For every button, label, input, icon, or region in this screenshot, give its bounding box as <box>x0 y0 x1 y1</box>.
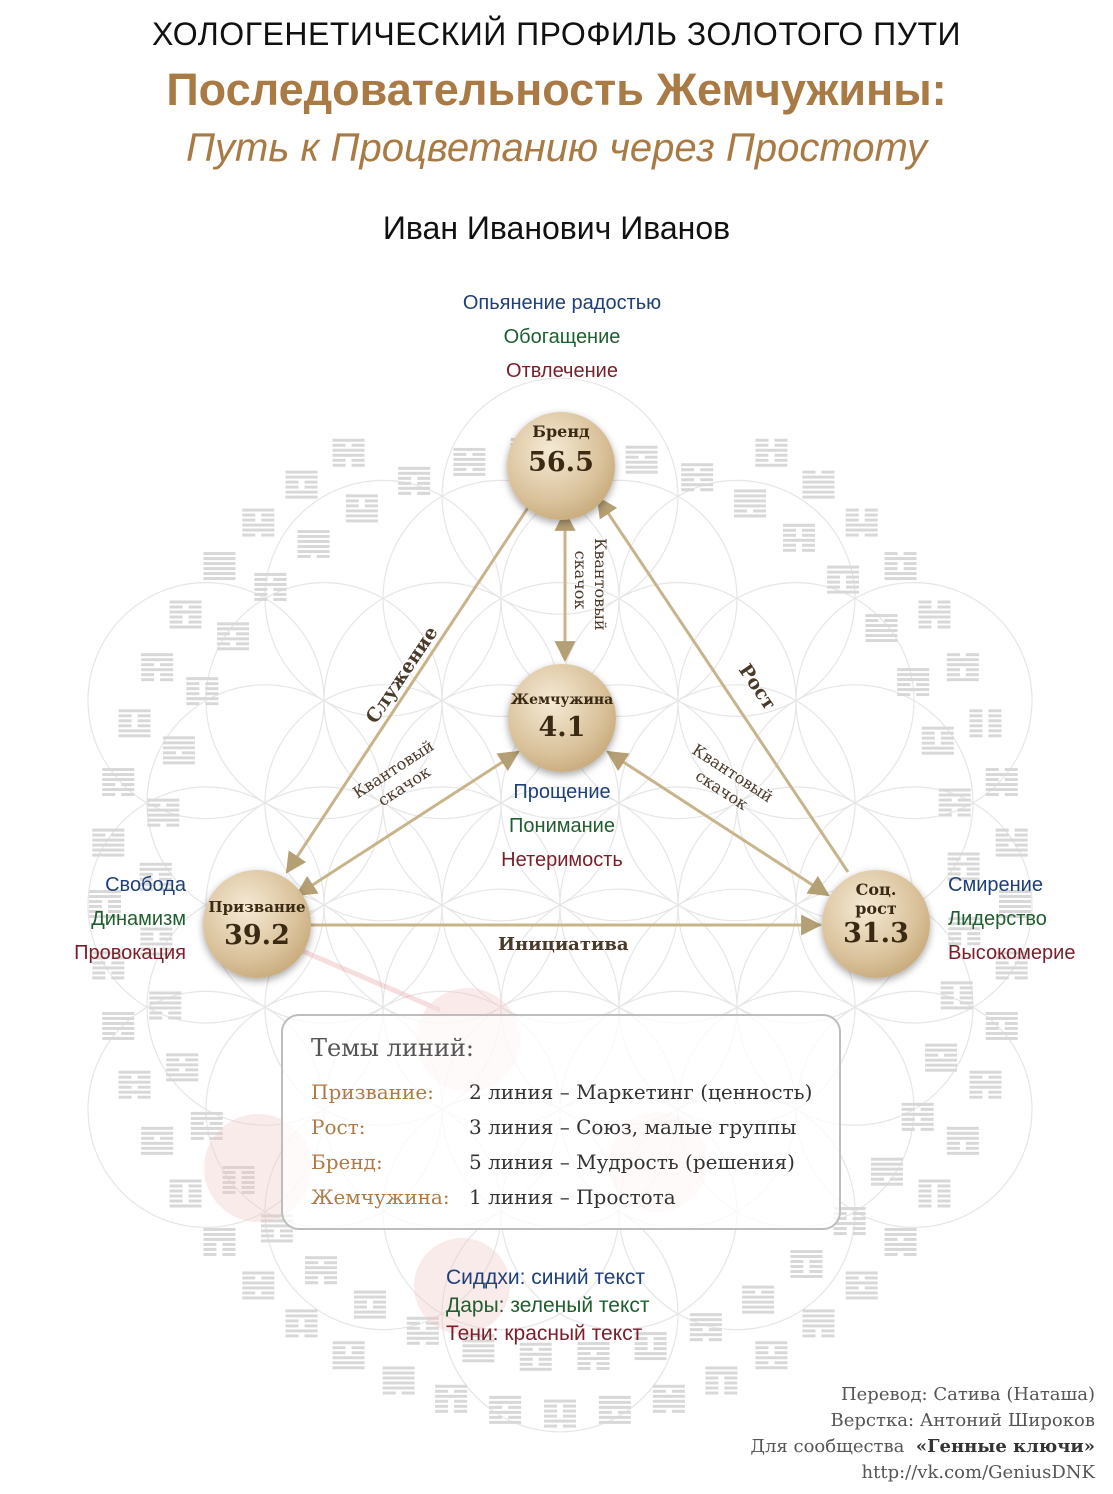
pearl-value: 4.1 <box>538 712 586 743</box>
calling-shadow: Провокация <box>74 942 186 964</box>
quantum-top-line2: скачок <box>571 550 590 610</box>
line-theme-value: 3 линия – Союз, малые группы <box>469 1115 797 1139</box>
legend-shadow: Тени: красный текст <box>446 1322 643 1345</box>
credit-community-prefix: Для сообщества <box>750 1436 905 1457</box>
calling-label: Призвание <box>208 898 306 916</box>
calling-siddhi: Свобода <box>105 874 186 896</box>
social-shadow: Высокомерие <box>948 942 1076 964</box>
credit-link[interactable]: http://vk.com/GeniusDNK <box>861 1462 1095 1483</box>
legend-gift: Дары: зеленый текст <box>446 1294 650 1317</box>
arrow-quantum-left <box>295 750 520 897</box>
pearl-node: Жемчужина 4.1 <box>508 664 616 772</box>
brand-label: Бренд <box>532 422 590 441</box>
line-theme-key: Рост: <box>311 1115 366 1139</box>
pearl-gift: Понимание <box>509 815 615 837</box>
brand-node: Бренд 56.5 <box>507 412 615 520</box>
credit-community: Для сообщества «Генные ключи» <box>750 1434 1095 1460</box>
credit-community-name: «Генные ключи» <box>915 1436 1095 1457</box>
social-label-2: рост <box>855 899 897 918</box>
calling-value: 39.2 <box>224 920 290 951</box>
line-theme-key: Жемчужина: <box>311 1185 450 1209</box>
line-theme-key: Призвание: <box>311 1080 434 1104</box>
color-legend: Сиддхи: синий текст Дары: зеленый текст … <box>446 1264 650 1348</box>
credit-translation: Перевод: Сатива (Наташа) <box>840 1384 1095 1405</box>
calling-keywords: Свобода Динамизм Провокация <box>20 868 186 970</box>
calling-gift: Динамизм <box>91 908 186 930</box>
edge-label-initiative: Инициатива <box>498 934 629 955</box>
line-theme-key: Бренд: <box>311 1150 383 1174</box>
legend-siddhi: Сиддхи: синий текст <box>446 1266 646 1289</box>
pearl-keywords: Прощение Понимание Нетеримость <box>412 775 712 877</box>
header-title: ХОЛОГЕНЕТИЧЕСКИЙ ПРОФИЛЬ ЗОЛОТОГО ПУТИ <box>151 16 961 52</box>
brand-keywords: Опьянение радостью Обогащение Отвлечение <box>412 286 712 388</box>
person-name: Иван Иванович Иванов <box>382 210 731 246</box>
arrow-quantum-right <box>606 750 830 897</box>
brand-gift: Обогащение <box>503 326 621 348</box>
brand-siddhi: Опьянение радостью <box>462 292 662 314</box>
line-themes-title: Темы линий: <box>311 1034 474 1062</box>
header-subtitle: Последовательность Жемчужины: <box>166 64 947 115</box>
line-theme-value: 1 линия – Простота <box>469 1185 676 1209</box>
credit-layout: Верстка: Антоний Широков <box>830 1410 1095 1431</box>
calling-node: Призвание 39.2 <box>203 870 311 978</box>
line-theme-value: 2 линия – Маркетинг (ценность) <box>469 1080 813 1104</box>
social-keywords: Смирение Лидерство Высокомерие <box>948 868 1098 970</box>
credits: Перевод: Сатива (Наташа) Верстка: Антони… <box>750 1382 1095 1486</box>
pearl-label: Жемчужина <box>510 692 614 708</box>
brand-value: 56.5 <box>528 447 594 478</box>
social-siddhi: Смирение <box>948 874 1043 896</box>
brand-shadow: Отвлечение <box>506 360 618 382</box>
edge-label-quantum-top: Квантовый скачок <box>570 538 610 631</box>
pearl-shadow: Нетеримость <box>501 849 623 871</box>
line-themes-box: Темы линий: Призвание: 2 линия – Маркети… <box>281 1014 841 1230</box>
pearl-siddhi: Прощение <box>513 781 611 803</box>
social-gift: Лидерство <box>948 908 1047 930</box>
quantum-top-line1: Квантовый <box>591 538 610 631</box>
line-theme-value: 5 линия – Мудрость (решения) <box>469 1150 795 1174</box>
social-value: 31.3 <box>843 918 909 949</box>
social-node: Соц. рост 31.3 <box>822 870 930 978</box>
social-label-1: Соц. <box>855 880 897 899</box>
header-tagline: Путь к Процветанию через Простоту <box>186 126 927 170</box>
